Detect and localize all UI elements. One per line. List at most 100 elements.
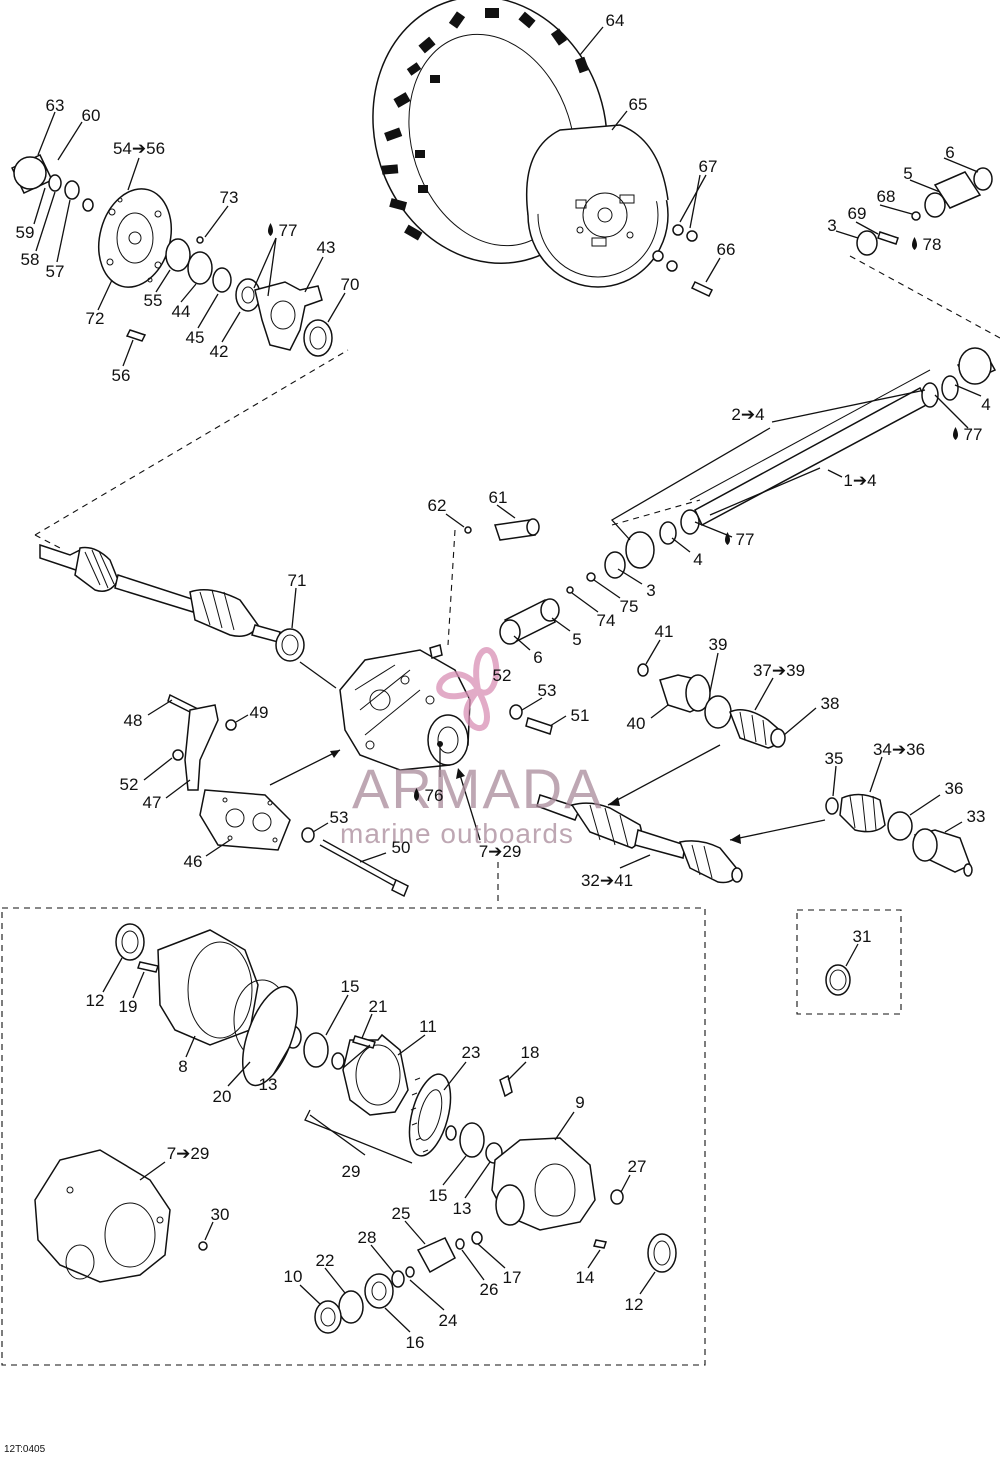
leader-lines [33,26,982,869]
callout-c64: 64 [606,11,625,30]
callout-c27: 27 [628,1157,647,1176]
callout-c33: 33 [967,807,986,826]
callout-c15a: 15 [341,977,360,996]
callout-c60: 60 [82,106,101,125]
callout-c41: 41 [655,622,674,641]
callout-c8: 8 [178,1057,187,1076]
callout-c46: 46 [184,852,203,871]
callout-c13a: 13 [259,1075,278,1094]
callout-c77a: 77 [279,221,298,240]
cv-joint-parts [637,663,786,749]
watermark-brand: ARMADA [352,757,604,820]
callout-c77c: 77 [736,530,755,549]
callout-c57: 57 [46,262,65,281]
callout-c45: 45 [186,328,205,347]
callout-c65: 65 [629,95,648,114]
callout-c73: 73 [220,188,239,207]
watermark-tagline: marine outboards [340,818,574,849]
callout-c40: 40 [627,714,646,733]
mounting-hardware [167,693,237,791]
callout-c26: 26 [480,1280,499,1299]
tire-assembly [372,0,669,288]
callout-c68: 68 [877,187,896,206]
callout-c31: 31 [853,927,872,946]
part-31-box [796,909,902,1015]
callout-c3a: 3 [827,216,836,235]
callout-c9: 9 [575,1093,584,1112]
skid-plate [199,789,291,851]
callout-c3436: 34➔36 [873,740,925,759]
callout-c18: 18 [521,1043,540,1062]
callout-c42: 42 [210,342,229,361]
callout-c35: 35 [825,749,844,768]
callout-c10: 10 [284,1267,303,1286]
callout-c23: 23 [462,1043,481,1062]
callout-c3241: 32➔41 [581,871,633,890]
callout-c63: 63 [46,96,65,115]
callout-c62: 62 [428,496,447,515]
callout-c3739: 37➔39 [753,661,805,680]
callout-c74: 74 [597,611,616,630]
callout-c15b: 15 [429,1186,448,1205]
prop-shaft-assembly [464,167,997,645]
callout-c50: 50 [392,838,411,857]
callout-c5b: 5 [572,630,581,649]
long-bolt [301,827,409,898]
oil-drop-icon [268,223,273,236]
callout-c53b: 53 [330,808,349,827]
callout-c52a: 52 [493,666,512,685]
callout-c17: 17 [503,1268,522,1287]
callout-c59: 59 [16,223,35,242]
oil-drop-icon [414,788,419,801]
callout-c24: 2➔4 [731,405,764,424]
callout-c6a: 6 [945,143,954,162]
callout-c47: 47 [143,793,162,812]
callout-c12a: 12 [86,991,105,1010]
oil-drop-icon [725,532,730,545]
callout-c67: 67 [699,157,718,176]
watermark-logo [436,647,500,732]
right-cv-axle [536,794,743,884]
callout-c43: 43 [317,238,336,257]
wheel-nuts [652,224,714,297]
callout-c6b: 6 [533,648,542,667]
callout-c36: 36 [945,779,964,798]
callout-c4b: 4 [693,550,702,569]
callout-c14b: 14 [576,1268,595,1287]
callout-c11: 11 [419,1017,437,1036]
callout-c20: 20 [213,1087,232,1106]
callout-c52b: 52 [120,775,139,794]
callout-c16: 16 [406,1333,425,1352]
callout-c3b: 3 [646,581,655,600]
callout-c729a: 7➔29 [479,842,522,861]
left-drive-axle [39,543,305,662]
callout-c78: 78 [923,235,942,254]
inset-leader-lines [102,957,656,1333]
callout-c13b: 13 [453,1199,472,1218]
callout-c49: 49 [250,703,269,722]
callout-c69: 69 [848,204,867,223]
callout-c58: 58 [21,250,40,269]
callout-c24b: 24 [439,1311,458,1330]
callout-c28: 28 [358,1228,377,1247]
callout-c38: 38 [821,694,840,713]
callout-c19: 19 [119,997,138,1016]
callout-c21: 21 [369,997,388,1016]
callout-c70: 70 [341,275,360,294]
cv-joint-outer [825,793,973,877]
callout-c14: 1➔4 [843,471,876,490]
callout-c77b: 77 [964,425,983,444]
callout-c51: 51 [571,706,590,725]
oil-drop-icon [912,237,917,250]
callout-c22: 22 [316,1251,335,1270]
bolt-51 [509,704,553,735]
callout-c61: 61 [489,488,508,507]
diagram-code: 12T:0405 [4,1444,46,1455]
differential-inset [1,907,706,1366]
callout-c30: 30 [211,1205,230,1224]
armada-watermark: ARMADA marine outboards [340,647,604,849]
callout-c55: 55 [144,291,163,310]
